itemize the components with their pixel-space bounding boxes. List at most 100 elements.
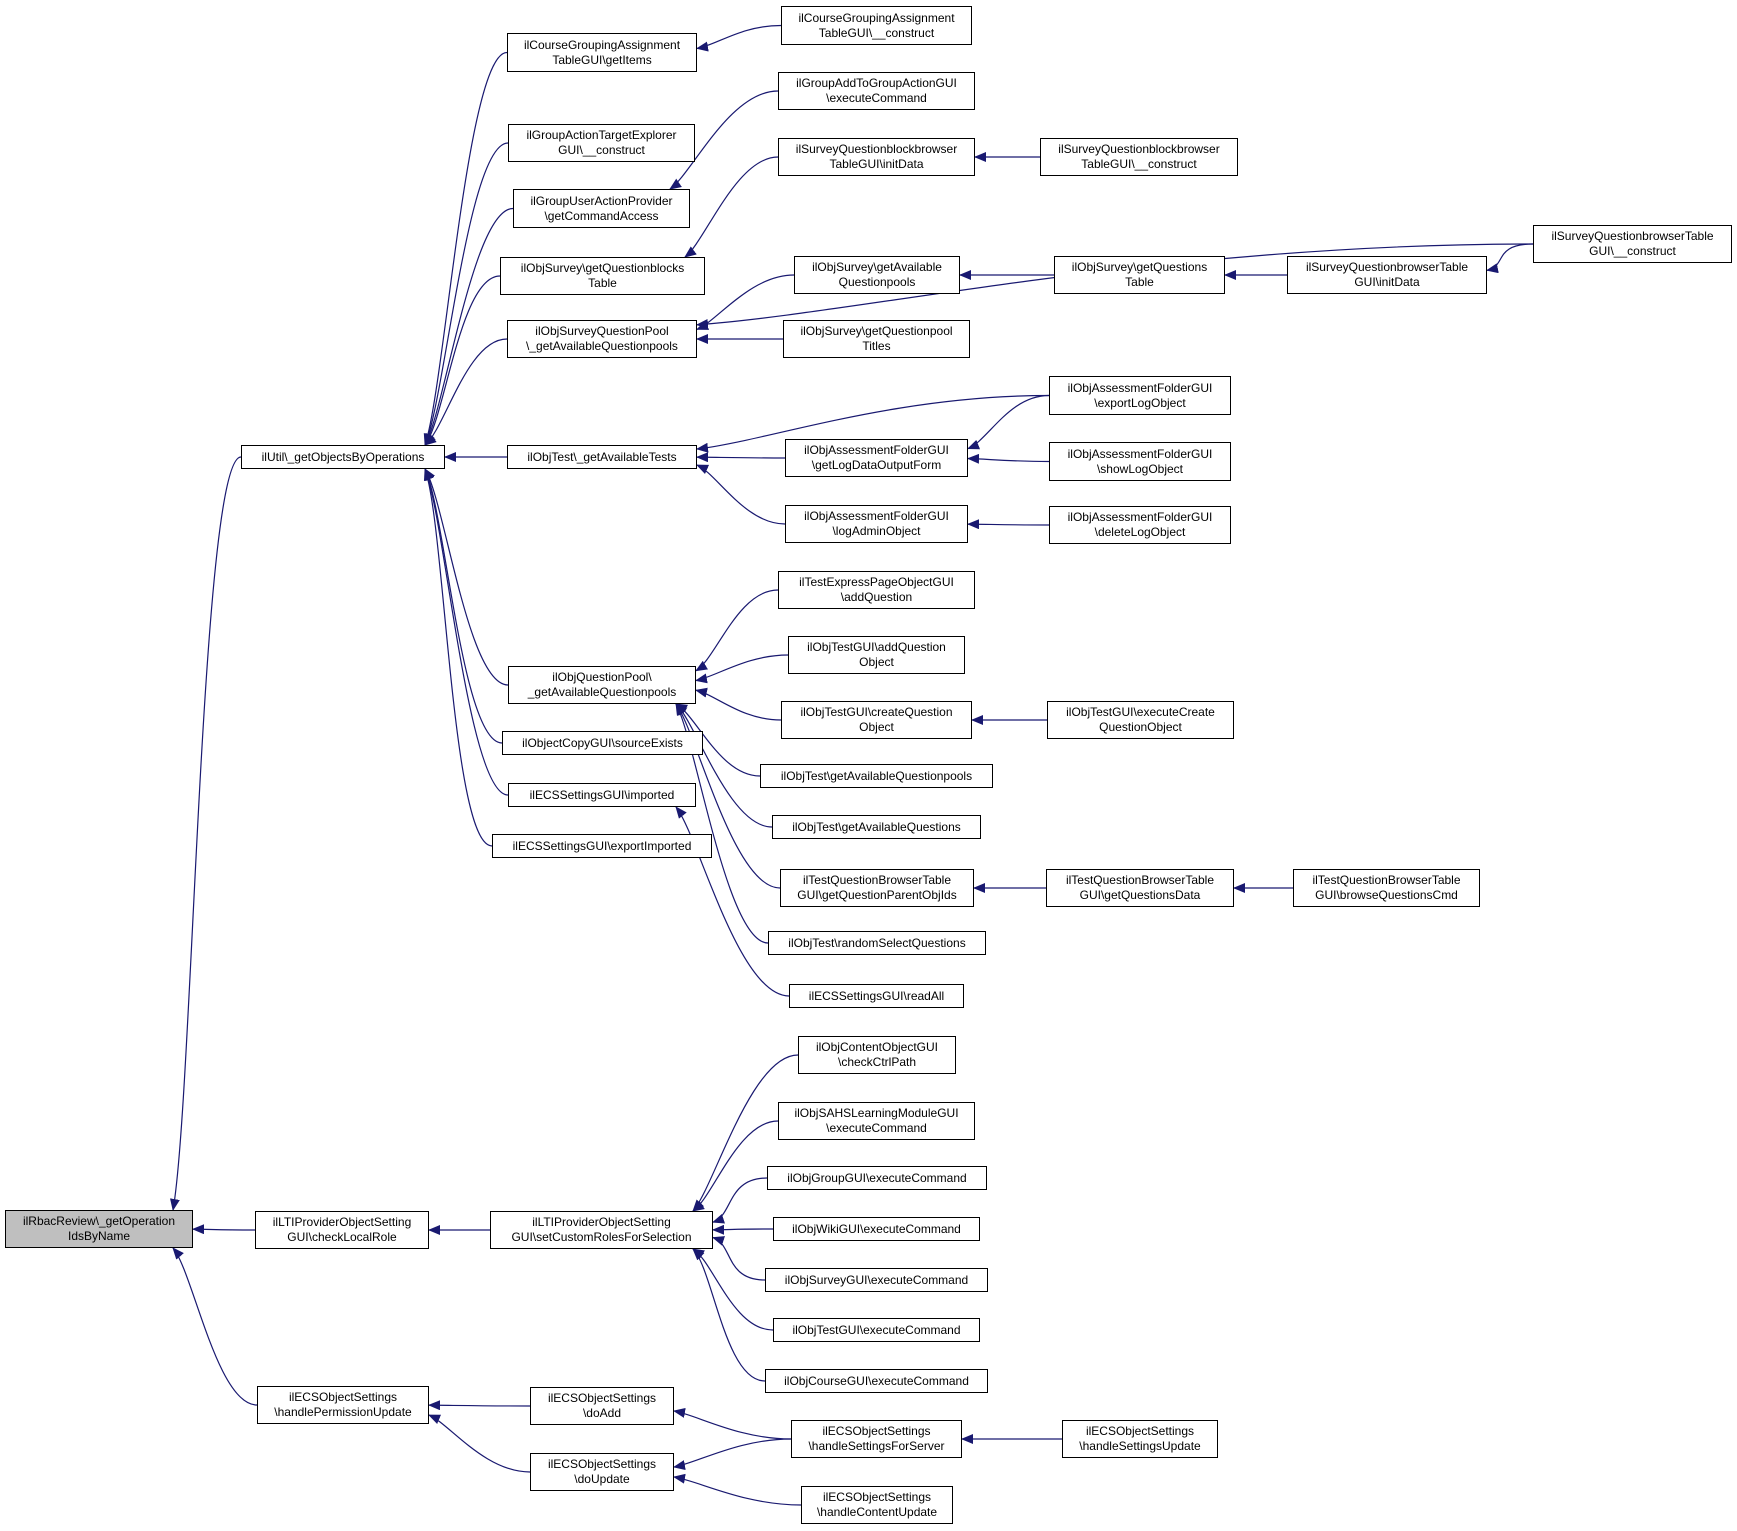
- node-ecs-readall[interactable]: ilECSSettingsGUI\readAll: [789, 984, 964, 1008]
- node-label-line: GUI\__construct: [558, 143, 645, 157]
- node-label-line: Object: [859, 720, 894, 734]
- node-ecs-settingsupd[interactable]: ilECSObjectSettings\handleSettingsUpdate: [1062, 1420, 1218, 1458]
- node-group-exec[interactable]: ilObjGroupGUI\executeCommand: [767, 1166, 987, 1190]
- node-ot-avail[interactable]: ilObjTest\_getAvailableTests: [507, 445, 697, 469]
- call-edge-ecs-perm-to-root: [172, 1247, 258, 1406]
- node-ecs-doupdate[interactable]: ilECSObjectSettings\doUpdate: [530, 1453, 674, 1491]
- call-edge-util-to-root: [169, 456, 242, 1211]
- node-sahs-exec[interactable]: ilObjSAHSLearningModuleGUI\executeComman…: [778, 1102, 975, 1140]
- node-label-line: Table: [1125, 275, 1154, 289]
- call-edge-ot-getq-to-oqp: [675, 703, 773, 828]
- call-edge-survey-exec-to-lti-custom: [712, 1236, 766, 1281]
- node-label-line: ilECSObjectSettings: [822, 1490, 932, 1504]
- node-label-line: ilTestQuestionBrowserTable: [1312, 873, 1461, 887]
- call-edge-tep-add-to-oqp: [695, 589, 779, 672]
- node-gua-provider[interactable]: ilGroupUserActionProvider\getCommandAcce…: [513, 189, 690, 228]
- call-edge-oaf-delete-to-oaf-admin: [967, 519, 1050, 530]
- node-label-line: GUI\__construct: [1589, 244, 1676, 258]
- node-label-line: \_getAvailableQuestionpools: [526, 339, 678, 353]
- node-label-line: ilObjTest\getAvailableQuestionpools: [780, 768, 973, 783]
- node-oaf-logform[interactable]: ilObjAssessmentFolderGUI\getLogDataOutpu…: [785, 439, 968, 477]
- node-oaf-admin[interactable]: ilObjAssessmentFolderGUI\logAdminObject: [785, 505, 968, 543]
- node-course-exec[interactable]: ilObjCourseGUI\executeCommand: [765, 1369, 988, 1393]
- node-label-line: ilECSObjectSettings: [822, 1424, 931, 1438]
- node-oaf-export[interactable]: ilObjAssessmentFolderGUI\exportLogObject: [1049, 376, 1231, 415]
- node-label-line: ilObjSurveyQuestionPool: [535, 324, 669, 338]
- node-ecs-doadd[interactable]: ilECSObjectSettings\doAdd: [530, 1387, 674, 1425]
- node-ecs-contentupd[interactable]: ilECSObjectSettings\handleContentUpdate: [801, 1486, 953, 1524]
- node-survey-exec[interactable]: ilObjSurveyGUI\executeCommand: [765, 1268, 988, 1292]
- node-oqp[interactable]: ilObjQuestionPool\_getAvailableQuestionp…: [508, 666, 696, 704]
- node-label-line: ilObjAssessmentFolderGUI: [1067, 380, 1213, 395]
- node-wiki-exec[interactable]: ilObjWikiGUI\executeCommand: [773, 1217, 980, 1241]
- node-label-line: ilLTIProviderObjectSetting: [272, 1215, 412, 1229]
- call-edge-ot-random-to-oqp: [675, 703, 769, 944]
- node-ecs-expimported[interactable]: ilECSSettingsGUI\exportImported: [492, 834, 712, 858]
- node-label-line: ilObjectCopyGUI\sourceExists: [522, 735, 683, 750]
- call-edge-oaf-logform-to-ot-avail: [696, 452, 786, 463]
- node-label-line: \deleteLogObject: [1094, 525, 1186, 539]
- node-label-line: ilECSSettingsGUI\exportImported: [512, 838, 692, 853]
- call-edge-sqbb-init-to-os-qblocks: [684, 156, 779, 258]
- node-label-line: ilObjWikiGUI\executeCommand: [792, 1221, 961, 1236]
- node-label-line: ilObjAssessmentFolderGUI: [1067, 446, 1213, 461]
- call-edge-otg-createq-to-oqp: [695, 687, 782, 721]
- node-gatg-exec[interactable]: ilGroupAddToGroupActionGUI\executeComman…: [778, 72, 975, 110]
- node-label-line: ilSurveyQuestionblockbrowser: [795, 142, 958, 156]
- node-oaf-delete[interactable]: ilObjAssessmentFolderGUI\deleteLogObject: [1049, 506, 1231, 544]
- node-label-line: ilECSSettingsGUI\readAll: [808, 988, 945, 1003]
- node-label-line: ilObjGroupGUI\executeCommand: [787, 1170, 967, 1185]
- node-label-line: GUI\getQuestionParentObjIds: [797, 888, 957, 902]
- node-label-line: ilGroupActionTargetExplorer: [526, 128, 677, 142]
- node-ecs-imported[interactable]: ilECSSettingsGUI\imported: [508, 783, 696, 807]
- call-edge-oaf-show-to-oaf-logform: [967, 453, 1050, 464]
- node-oaf-show[interactable]: ilObjAssessmentFolderGUI\showLogObject: [1049, 442, 1231, 481]
- call-edge-otg-addq-to-oqp: [695, 654, 789, 684]
- node-label-line: ilObjTestGUI\executeCreate: [1066, 705, 1215, 719]
- node-osqp[interactable]: ilObjSurveyQuestionPool\_getAvailableQue…: [507, 320, 697, 358]
- node-label-line: ilObjTest\_getAvailableTests: [527, 449, 677, 464]
- node-tep-add[interactable]: ilTestExpressPageObjectGUI\addQuestion: [778, 571, 975, 609]
- call-edge-sqb-construct-to-osqp: [696, 243, 1534, 329]
- node-ocg-source[interactable]: ilObjectCopyGUI\sourceExists: [502, 731, 703, 755]
- node-label-line: \doAdd: [582, 1406, 622, 1420]
- node-label-line: ilECSObjectSettings: [547, 1457, 657, 1471]
- node-test-exec[interactable]: ilObjTestGUI\executeCommand: [773, 1318, 980, 1342]
- node-label-line: \logAdminObject: [832, 524, 921, 538]
- node-ot-random[interactable]: ilObjTest\randomSelectQuestions: [768, 931, 986, 955]
- node-label-line: ilLTIProviderObjectSetting: [532, 1215, 671, 1229]
- node-label-line: ilObjAssessmentFolderGUI: [804, 443, 949, 457]
- node-label-line: \executeCommand: [826, 91, 927, 105]
- node-ecs-perm[interactable]: ilECSObjectSettings\handlePermissionUpda…: [257, 1386, 429, 1424]
- node-ot-getqp[interactable]: ilObjTest\getAvailableQuestionpools: [760, 764, 993, 788]
- node-label-line: ilRbacReview\_getOperation: [22, 1214, 176, 1228]
- node-ot-getq[interactable]: ilObjTest\getAvailableQuestions: [772, 815, 981, 839]
- node-ecs-server[interactable]: ilECSObjectSettings\handleSettingsForSer…: [791, 1420, 962, 1458]
- call-edge-sqb-construct-to-sqb-init: [1486, 243, 1534, 274]
- node-util[interactable]: ilUtil\_getObjectsByOperations: [241, 445, 445, 469]
- node-label-line: Table: [588, 276, 617, 290]
- node-label-line: _getAvailableQuestionpools: [527, 685, 677, 699]
- call-edge-oco-check-to-lti-custom: [692, 1054, 799, 1212]
- node-oco-check[interactable]: ilObjContentObjectGUI\checkCtrlPath: [798, 1036, 956, 1074]
